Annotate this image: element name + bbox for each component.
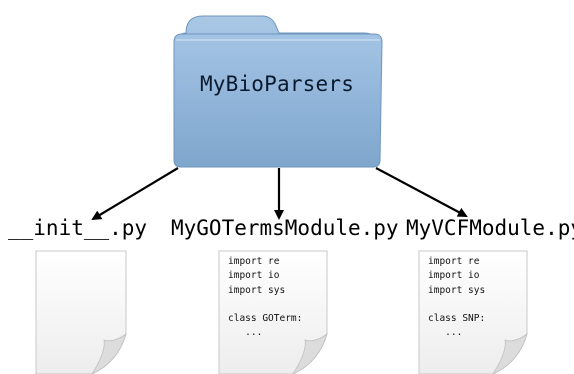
arrows xyxy=(91,167,468,221)
document-curl xyxy=(292,332,328,374)
document-icon[interactable] xyxy=(35,250,127,374)
arrow-to-init xyxy=(91,167,179,221)
code-snippet-vcf: import re import io import sys class SNP… xyxy=(428,256,486,339)
file-name-init: __init__.py xyxy=(8,216,148,240)
document-curl xyxy=(91,332,127,374)
folder-front xyxy=(173,33,383,168)
file-name-goterms: MyGOTermsModule.py xyxy=(171,216,399,240)
file-name-vcf: MyVCFModule.py xyxy=(406,216,574,240)
folder-label: MyBioParsers xyxy=(199,72,355,96)
arrow-to-vcf xyxy=(375,167,468,217)
folder-icon[interactable] xyxy=(173,15,383,168)
document-curl xyxy=(492,332,528,374)
code-snippet-goterms: import re import io import sys class GOT… xyxy=(228,256,303,339)
